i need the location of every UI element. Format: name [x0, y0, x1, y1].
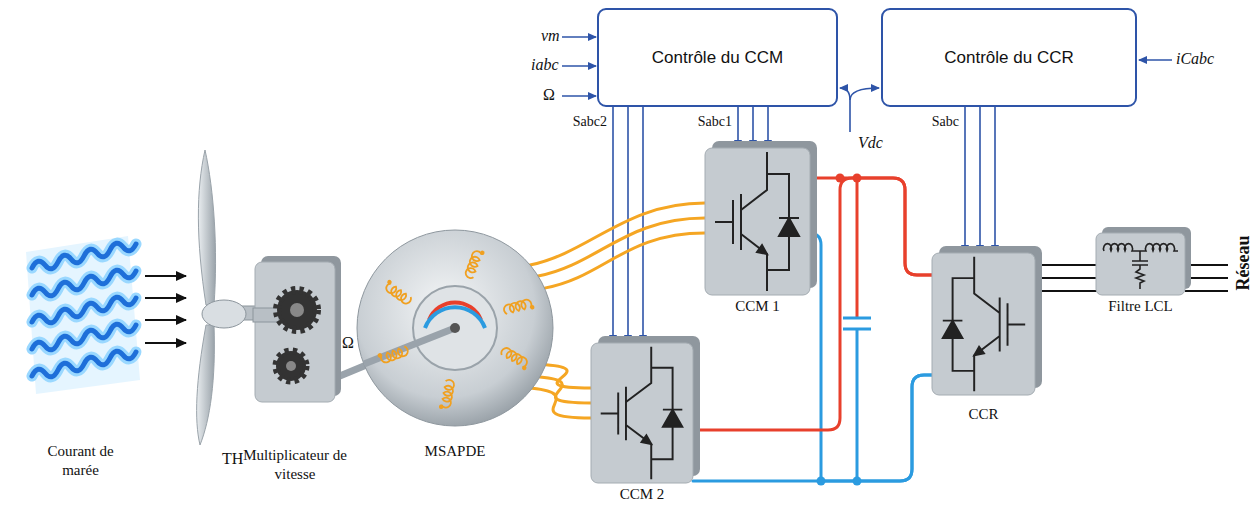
tidal-current: Courant de marée — [18, 232, 143, 397]
control-block: Contrôle du CCM — [597, 8, 838, 107]
filter-block: Filtre LCL — [1096, 233, 1185, 295]
tidal-arrows — [145, 276, 186, 343]
signal-name: Ω — [543, 86, 555, 104]
grid-wires — [1185, 265, 1228, 291]
grid-label: Réseau — [1232, 223, 1254, 303]
block-label: CCM 1 — [718, 297, 798, 316]
converter-block-art — [932, 253, 1035, 395]
signal-name: Ω — [342, 334, 354, 352]
control-block: Contrôle du CCR — [881, 8, 1137, 107]
filter-block-art — [1096, 233, 1185, 295]
block-label: CCM 2 — [602, 485, 682, 504]
signal-name: Vdc — [858, 134, 883, 152]
turbine — [197, 150, 260, 445]
junction-dot — [853, 174, 862, 183]
block-label: MSAPDE — [400, 442, 510, 461]
converter-block: CCR — [932, 253, 1035, 395]
block-title: Contrôle du CCM — [652, 48, 783, 68]
block-label: Filtre LCL — [1091, 297, 1191, 316]
connector — [965, 107, 995, 253]
converter-block: CCM 1 — [705, 148, 810, 295]
signal-name: iabc — [531, 56, 559, 74]
connector — [809, 178, 932, 481]
junction-dot — [836, 174, 845, 183]
signal-name: Sabc2 — [572, 114, 608, 130]
gearbox: Multiplicateur de vitesse — [255, 262, 335, 402]
part-name: TH — [222, 450, 243, 468]
block-label: CCR — [944, 405, 1024, 424]
vdc-fork — [840, 88, 879, 132]
gearbox-art — [255, 262, 335, 402]
signal-name: vm — [541, 27, 560, 45]
converter-block-art — [591, 343, 693, 483]
junction-dot — [817, 477, 826, 486]
block-title: Contrôle du CCR — [944, 48, 1073, 68]
converter-block-art — [705, 148, 810, 295]
signal-name: iCabc — [1176, 50, 1214, 68]
converter-block: CCM 2 — [591, 343, 693, 483]
connector — [530, 203, 705, 288]
signal-name: Sabc1 — [697, 114, 733, 130]
dc-capacitor — [843, 178, 871, 481]
signal-name: Sabc — [931, 114, 960, 130]
generator-circle-art — [355, 228, 555, 428]
junction-dot — [853, 477, 862, 486]
connector — [1035, 265, 1096, 291]
block-label: Multiplicateur de vitesse — [243, 446, 347, 484]
generator-circle: MSAPDE — [355, 228, 555, 428]
block-label: Courant de marée — [41, 442, 121, 480]
tidal-current-art — [18, 232, 143, 397]
